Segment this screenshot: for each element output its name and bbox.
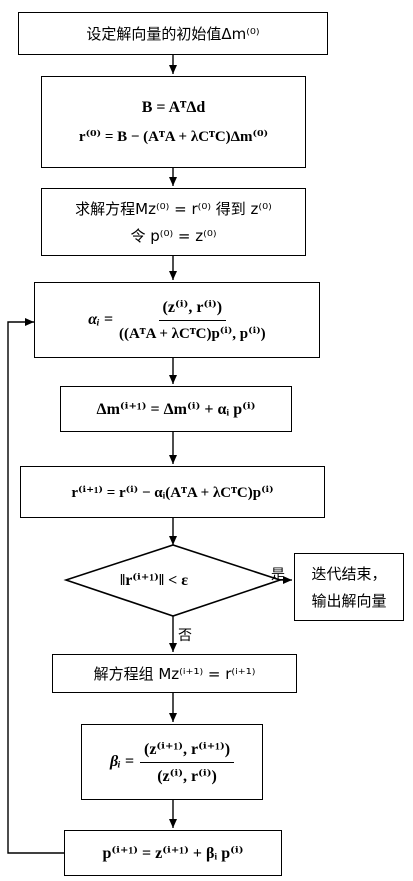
- condition-text: ‖r⁽ⁱ⁺¹⁾‖ < ε: [120, 572, 189, 589]
- loop-back-line: [7, 318, 64, 854]
- beta-numerator: (z⁽ⁱ⁺¹⁾, r⁽ⁱ⁺¹⁾): [139, 739, 235, 763]
- alpha-box: αᵢ = (z⁽ⁱ⁾, r⁽ⁱ⁾) ((AᵀA + λCᵀC)p⁽ⁱ⁾, p⁽ⁱ…: [34, 282, 320, 358]
- p-update-box: p⁽ⁱ⁺¹⁾ = z⁽ⁱ⁺¹⁾ + βᵢ p⁽ⁱ⁾: [64, 830, 282, 876]
- solve-line-1: 求解方程Mz⁽⁰⁾ = r⁽⁰⁾ 得到 z⁽⁰⁾: [75, 200, 272, 218]
- r-update-eq: r⁽ⁱ⁺¹⁾ = r⁽ⁱ⁾ − αᵢ(AᵀA + λCᵀC)p⁽ⁱ⁾: [71, 484, 274, 501]
- dm-update-eq: Δm⁽ⁱ⁺¹⁾ = Δm⁽ⁱ⁾ + αᵢ p⁽ⁱ⁾: [96, 401, 256, 418]
- alpha-numerator: (z⁽ⁱ⁾, r⁽ⁱ⁾): [158, 297, 227, 321]
- alpha-lhs: αᵢ =: [88, 311, 113, 328]
- b-r0-box: B = AᵀΔd r⁽⁰⁾ = B − (AᵀA + λCᵀC)Δm⁽⁰⁾: [41, 76, 306, 168]
- r0-equation: r⁽⁰⁾ = B − (AᵀA + λCᵀC)Δm⁽⁰⁾: [78, 128, 269, 145]
- r-update-box: r⁽ⁱ⁺¹⁾ = r⁽ⁱ⁾ − αᵢ(AᵀA + λCᵀC)p⁽ⁱ⁾: [20, 466, 325, 518]
- solve-line-2: 令 p⁽⁰⁾ = z⁽⁰⁾: [130, 227, 217, 245]
- b-equation: B = AᵀΔd: [141, 98, 206, 116]
- no-label: 否: [178, 628, 192, 644]
- alpha-denominator: ((AᵀA + λCᵀC)p⁽ⁱ⁾, p⁽ⁱ⁾): [118, 326, 266, 342]
- yes-label: 是: [271, 567, 285, 583]
- beta-box: βᵢ = (z⁽ⁱ⁺¹⁾, r⁽ⁱ⁺¹⁾) (z⁽ⁱ⁾, r⁽ⁱ⁾): [81, 724, 263, 800]
- solve-system-text: 解方程组 Mz⁽ⁱ⁺¹⁾ = r⁽ⁱ⁺¹⁾: [93, 665, 256, 683]
- solve-system-box: 解方程组 Mz⁽ⁱ⁺¹⁾ = r⁽ⁱ⁺¹⁾: [52, 654, 297, 693]
- init-text: 设定解向量的初始值Δm⁽⁰⁾: [86, 25, 260, 43]
- solve-init-box: 求解方程Mz⁽⁰⁾ = r⁽⁰⁾ 得到 z⁽⁰⁾ 令 p⁽⁰⁾ = z⁽⁰⁾: [41, 188, 306, 256]
- end-line-1: 迭代结束，: [311, 565, 387, 583]
- decision-diamond: [63, 544, 283, 617]
- dm-update-box: Δm⁽ⁱ⁺¹⁾ = Δm⁽ⁱ⁾ + αᵢ p⁽ⁱ⁾: [60, 386, 292, 432]
- end-box: 迭代结束， 输出解向量: [294, 553, 404, 621]
- beta-denominator: (z⁽ⁱ⁾, r⁽ⁱ⁾): [157, 767, 217, 785]
- init-box: 设定解向量的初始值Δm⁽⁰⁾: [18, 12, 328, 55]
- p-update-eq: p⁽ⁱ⁺¹⁾ = z⁽ⁱ⁺¹⁾ + βᵢ p⁽ⁱ⁾: [102, 845, 244, 862]
- beta-lhs: βᵢ =: [109, 753, 134, 770]
- end-line-2: 输出解向量: [311, 592, 387, 610]
